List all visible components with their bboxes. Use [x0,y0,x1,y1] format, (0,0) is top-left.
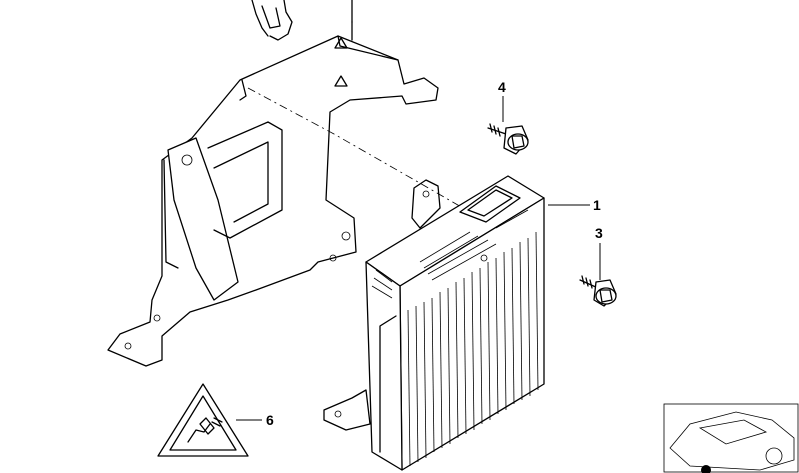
top-clip-icon [251,0,353,41]
amplifier-icon [323,175,545,471]
callout-label-6: 6 [266,412,274,428]
callout-label-4: 4 [498,79,506,95]
screw-top-icon [487,123,529,155]
callout-label-3: 3 [595,225,603,241]
car-thumbnail-icon [663,403,799,473]
callout-label-1: 1 [593,197,601,213]
screw-front-icon [579,275,617,307]
warning-triangle-icon [157,383,249,457]
bracket-icon [107,21,441,367]
alignment-line [247,87,471,213]
